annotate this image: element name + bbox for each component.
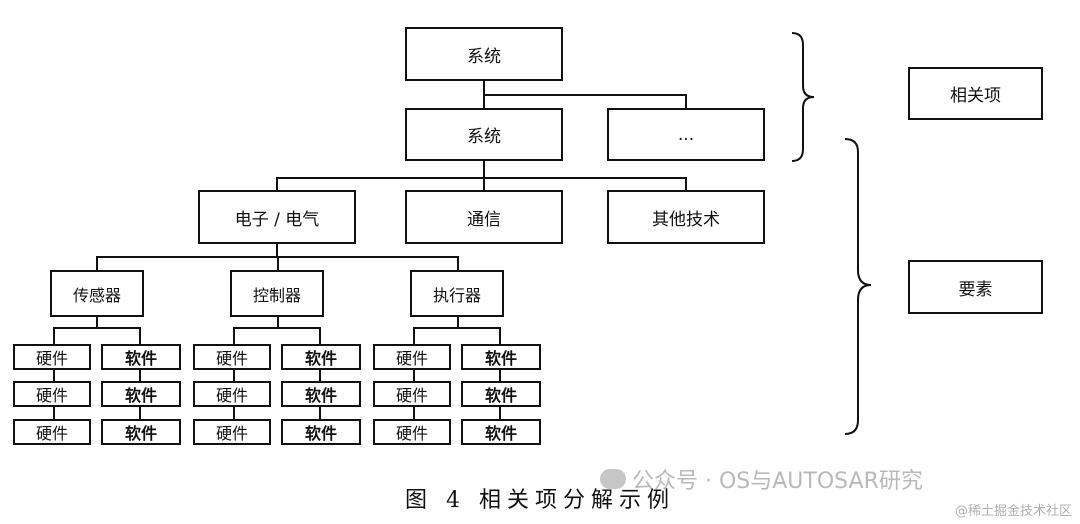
connector (413, 327, 415, 345)
connector (413, 327, 501, 329)
connector (413, 369, 415, 381)
node-software: 软件 (461, 381, 541, 407)
connector (233, 369, 235, 381)
connector (277, 316, 279, 329)
connector (233, 406, 235, 420)
credit-text: @稀土掘金技术社区 (954, 504, 1072, 519)
node-system: 系统 (405, 108, 563, 161)
node-software: 软件 (461, 419, 541, 445)
connector (53, 406, 55, 420)
connector (53, 327, 55, 345)
connector (457, 316, 459, 329)
node-hardware: 硬件 (193, 344, 271, 370)
node-hardware: 硬件 (373, 381, 451, 407)
node-software: 软件 (281, 419, 361, 445)
connector (276, 177, 687, 179)
node-software: 软件 (281, 381, 361, 407)
watermark-text: 公众号 · OS与AUTOSAR研究 (632, 469, 923, 494)
node-hardware: 硬件 (13, 419, 91, 445)
connector (139, 406, 141, 420)
connector (319, 406, 321, 420)
node-electrical: 电子 / 电气 (198, 190, 356, 244)
figure-caption: 图 4 相关项分解示例 (405, 488, 675, 513)
wechat-icon (600, 469, 626, 489)
node-top-system: 系统 (405, 27, 563, 81)
node-ellipsis: ... (607, 108, 765, 161)
connector (276, 243, 278, 258)
connector (457, 256, 459, 270)
label-elements: 要素 (908, 260, 1043, 314)
brace-related-item (791, 32, 815, 162)
connector (139, 369, 141, 381)
connector (139, 327, 141, 345)
connector (685, 94, 687, 108)
node-hardware: 硬件 (13, 381, 91, 407)
connector (53, 327, 141, 329)
node-actuator: 执行器 (410, 270, 504, 317)
node-hardware: 硬件 (13, 344, 91, 370)
node-hardware: 硬件 (193, 381, 271, 407)
node-controller: 控制器 (230, 270, 324, 317)
connector (53, 369, 55, 381)
node-software: 软件 (281, 344, 361, 370)
node-hardware: 硬件 (373, 419, 451, 445)
node-other-tech: 其他技术 (607, 190, 765, 244)
connector (96, 256, 98, 270)
brace-elements (844, 138, 872, 435)
node-sensor: 传感器 (50, 270, 144, 317)
connector (413, 406, 415, 420)
node-software: 软件 (101, 344, 181, 370)
connector (233, 327, 321, 329)
connector (319, 327, 321, 345)
connector (276, 177, 278, 190)
connector (277, 256, 279, 270)
connector (483, 94, 687, 96)
node-hardware: 硬件 (193, 419, 271, 445)
watermark: 公众号 · OS与AUTOSAR研究 (600, 463, 923, 495)
node-communication: 通信 (405, 190, 563, 244)
connector (319, 369, 321, 381)
label-related-item: 相关项 (908, 67, 1043, 120)
connector (96, 316, 98, 329)
connector (499, 327, 501, 345)
node-software: 软件 (461, 344, 541, 370)
connector (483, 160, 485, 190)
connector (499, 406, 501, 420)
node-software: 软件 (101, 381, 181, 407)
connector (499, 369, 501, 381)
node-hardware: 硬件 (373, 344, 451, 370)
connector (233, 327, 235, 345)
node-software: 软件 (101, 419, 181, 445)
connector (685, 177, 687, 190)
